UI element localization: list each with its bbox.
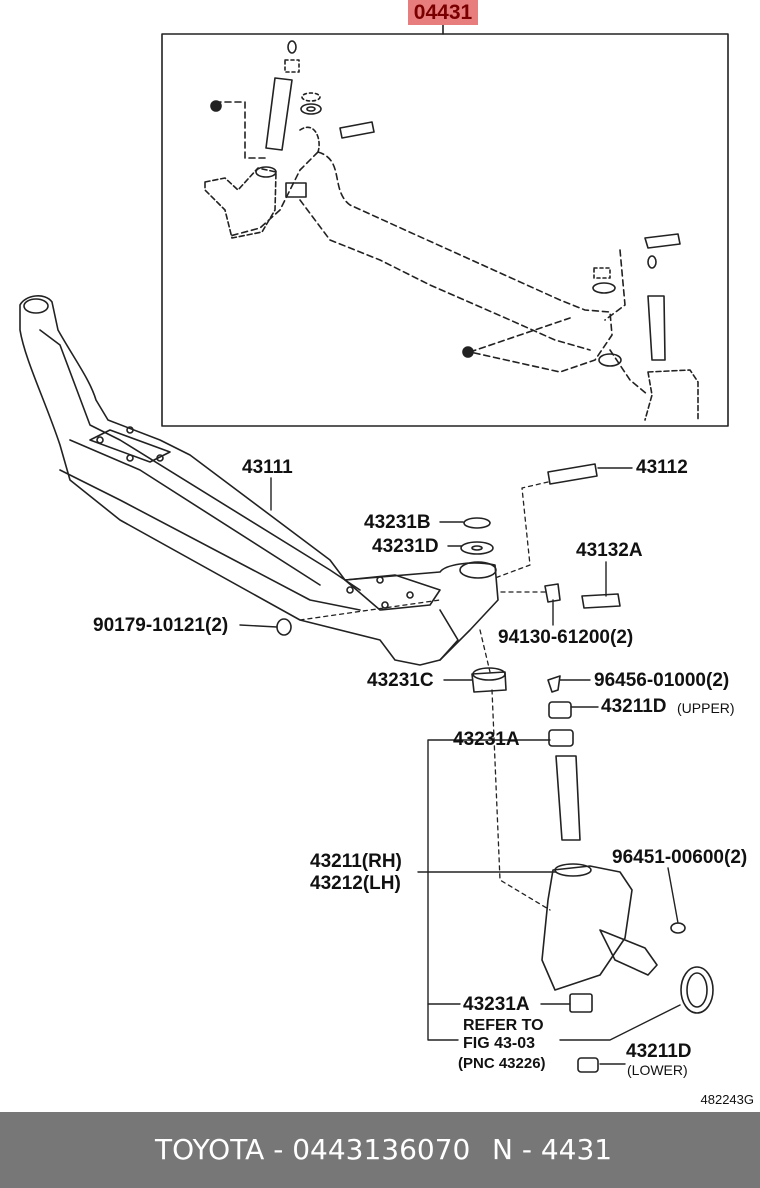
right-parts — [276, 463, 714, 1073]
refer-line-1: REFER TO — [463, 1017, 544, 1034]
label-96456: 96456-01000(2) — [594, 670, 730, 691]
refer-line-3: (PNC 43226) — [458, 1055, 546, 1072]
label-96451: 96451-00600(2) — [612, 847, 748, 868]
label-lower-note: (LOWER) — [627, 1062, 688, 1078]
label-43212-lh: 43212(LH) — [310, 873, 401, 894]
leader-lines — [239, 467, 681, 1065]
label-43231b: 43231B — [364, 512, 431, 533]
label-43231a-upper: 43231A — [453, 729, 520, 750]
kit-tag[interactable]: 04431 — [408, 0, 478, 25]
axle-beam — [19, 295, 499, 666]
kit-parts — [204, 40, 699, 421]
kit-box — [161, 33, 729, 427]
label-90179: 90179-10121(2) — [93, 615, 229, 636]
label-43231a-lower: 43231A — [463, 994, 530, 1015]
diagram-area: 04431 43111 43112 43231B 43231D 43132A 9… — [19, 0, 748, 1078]
label-43211d-upper: 43211D — [601, 696, 667, 717]
exploded-parts-diagram — [19, 24, 729, 1073]
label-43112: 43112 — [636, 457, 688, 478]
label-43231d: 43231D — [372, 536, 439, 557]
label-43231c: 43231C — [367, 670, 434, 691]
kit-contents — [214, 101, 649, 396]
footer-reference: N - 4431 — [492, 1133, 613, 1166]
label-upper-note: (UPPER) — [677, 700, 735, 716]
refer-line-2: FIG 43-03 — [463, 1035, 536, 1052]
label-43211d-lower: 43211D — [626, 1041, 692, 1062]
label-43132a: 43132A — [576, 540, 643, 561]
sheet-id: 482243G — [700, 1092, 755, 1107]
footer-part-code: TOYOTA - 0443136070 — [155, 1133, 471, 1166]
footer-bar: TOYOTA - 0443136070 N - 4431 — [0, 1112, 760, 1188]
label-94130: 94130-61200(2) — [498, 627, 634, 648]
label-43111: 43111 — [242, 457, 293, 478]
label-43211-rh: 43211(RH) — [310, 851, 402, 872]
assembly-guides — [299, 481, 551, 911]
